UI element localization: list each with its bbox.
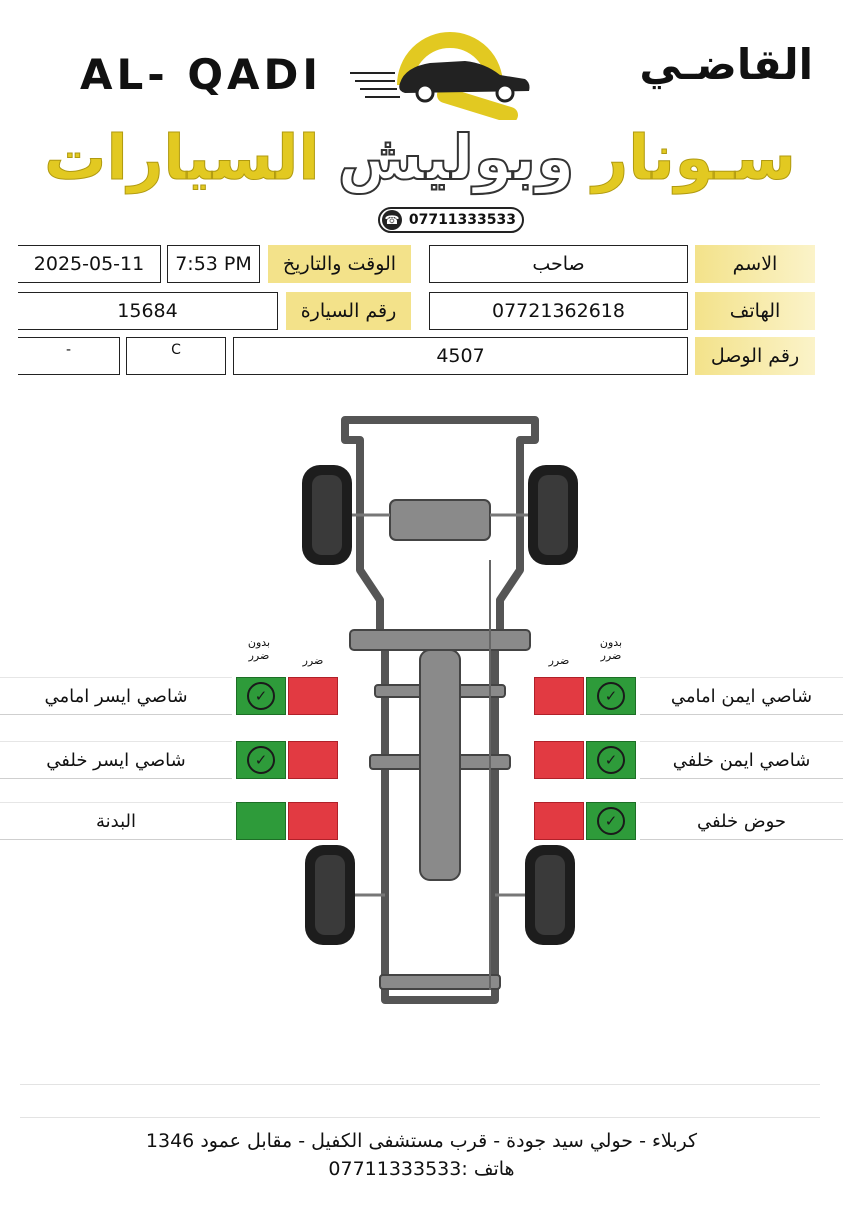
receipt-extra: - <box>18 337 120 375</box>
headline-word-2: وبوليش <box>337 120 576 195</box>
inspection-label-right-3: حوض خلفي <box>640 802 843 840</box>
damage-mark-right-1 <box>534 677 584 715</box>
damage-mark-right-2 <box>534 741 584 779</box>
damage-mark-right-3 <box>534 802 584 840</box>
car-number-value: 15684 <box>18 292 278 330</box>
inspection-label-right-2: شاصي ايمن خلفي <box>640 741 843 779</box>
header-phone: ☎ 07711333533 <box>378 207 524 233</box>
no-damage-mark-left-2: ✓ <box>236 741 286 779</box>
front-right-wheel <box>528 465 578 565</box>
time-value: 7:53 PM <box>167 245 260 283</box>
legend-left-damage: ضرر <box>288 654 338 667</box>
no-damage-mark-left-1: ✓ <box>236 677 286 715</box>
footer-divider <box>20 1084 820 1085</box>
inspection-label-right-1: شاصي ايمن امامي <box>640 677 843 715</box>
receipt-value: 4507 <box>233 337 688 375</box>
front-left-wheel <box>302 465 352 565</box>
check-icon: ✓ <box>597 807 625 835</box>
legend-text: ضرر <box>548 654 570 667</box>
legend-right-no-damage: بدون ضرر <box>586 636 636 662</box>
no-damage-mark-right-3: ✓ <box>586 802 636 840</box>
footer-phone: هاتف :07711333533 <box>328 1158 515 1180</box>
legend-text: بدون ضرر <box>599 636 623 662</box>
damage-mark-left-3 <box>288 802 338 840</box>
headline-word-3: السيارات <box>44 121 320 195</box>
phone-label: الهاتف <box>695 292 815 330</box>
name-label: الاسم <box>695 245 815 283</box>
car-logo-icon <box>350 32 530 120</box>
brand-name-ar: القاضـي <box>639 40 813 89</box>
receipt-grade: C <box>126 337 226 375</box>
legend-right-damage: ضرر <box>534 654 584 667</box>
check-icon: ✓ <box>597 682 625 710</box>
check-icon: ✓ <box>247 682 275 710</box>
name-value: صاحب <box>429 245 688 283</box>
legend-text: بدون ضرر <box>247 636 271 662</box>
car-number-label: رقم السيارة <box>286 292 411 330</box>
brand-name-en: AL- QADI <box>80 50 323 99</box>
footer-address: كربلاء - حولي سيد جودة - قرب مستشفى الكف… <box>145 1130 698 1152</box>
header-phone-number: 07711333533 <box>408 212 516 228</box>
rear-right-wheel <box>525 845 575 945</box>
check-icon: ✓ <box>247 746 275 774</box>
chassis-diagram <box>302 416 578 1004</box>
headline: سـونار وبوليش السيارات <box>20 120 820 195</box>
legend-left-no-damage: بدون ضرر <box>234 636 284 662</box>
damage-mark-left-2 <box>288 741 338 779</box>
inspection-label-left-1: شاصي ايسر امامي <box>0 677 232 715</box>
date-value: 2025-05-11 <box>18 245 161 283</box>
receipt-label: رقم الوصل <box>695 337 815 375</box>
rear-left-wheel <box>305 845 355 945</box>
inspection-label-left-3: البدنة <box>0 802 232 840</box>
phone-icon: ☎ <box>382 210 402 230</box>
no-damage-mark-left-3 <box>236 802 286 840</box>
damage-mark-left-1 <box>288 677 338 715</box>
inspection-label-left-2: شاصي ايسر خلفي <box>0 741 232 779</box>
no-damage-mark-right-1: ✓ <box>586 677 636 715</box>
footer-divider <box>20 1117 820 1118</box>
datetime-label: الوقت والتاريخ <box>268 245 411 283</box>
check-icon: ✓ <box>597 746 625 774</box>
legend-text: ضرر <box>302 654 324 667</box>
phone-value: 07721362618 <box>429 292 688 330</box>
no-damage-mark-right-2: ✓ <box>586 741 636 779</box>
headline-word-1: سـونار <box>592 121 796 195</box>
